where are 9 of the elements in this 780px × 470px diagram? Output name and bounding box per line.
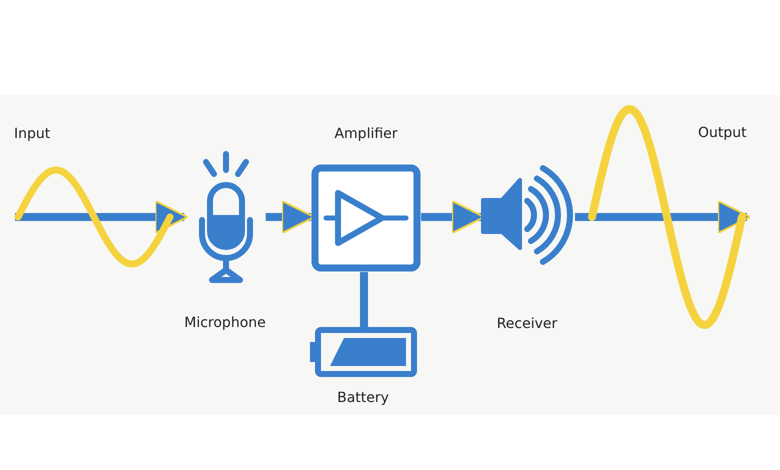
connector-line bbox=[360, 272, 368, 327]
arrow bbox=[575, 200, 752, 234]
node-label: Input bbox=[14, 126, 50, 143]
node-label: Battery bbox=[337, 390, 389, 407]
node-label: Amplifier bbox=[334, 126, 398, 143]
arrow bbox=[15, 200, 188, 234]
node-label: Output bbox=[698, 125, 747, 142]
node-label: Microphone bbox=[184, 315, 266, 332]
node-label: Receiver bbox=[496, 316, 558, 333]
